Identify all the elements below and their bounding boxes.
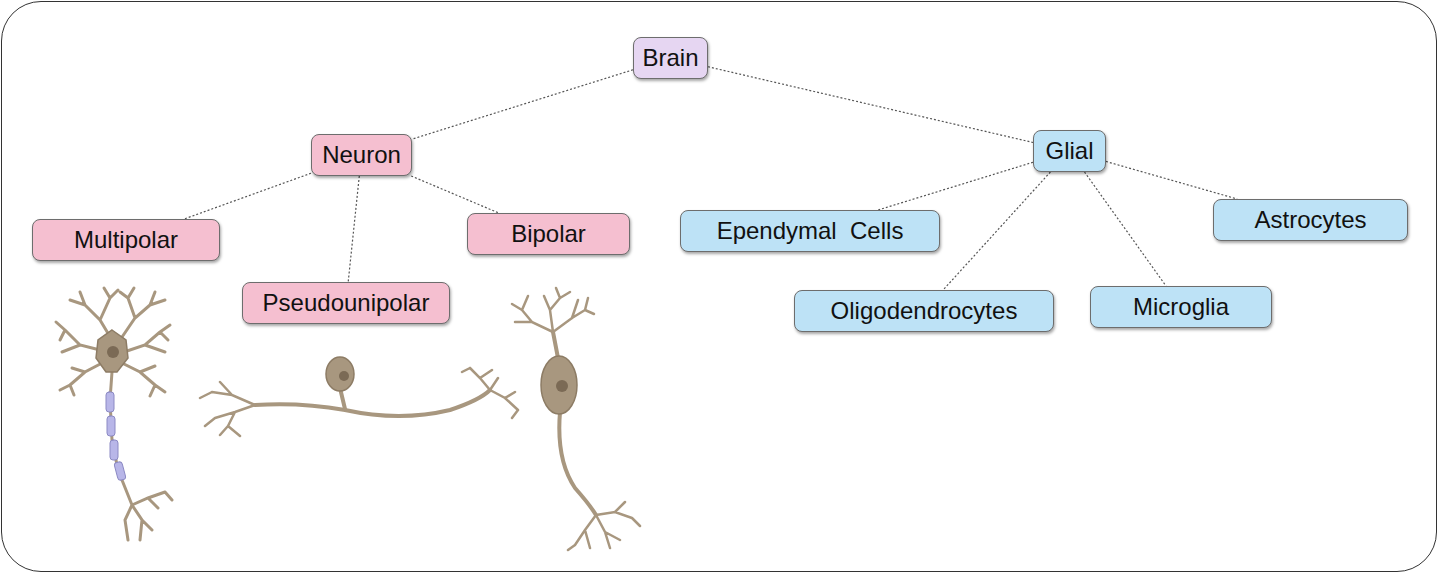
dotted-connector — [943, 172, 1050, 290]
dendrites — [56, 288, 170, 396]
axon — [110, 372, 172, 540]
dotted-connector — [708, 67, 1033, 143]
axon-terminals — [568, 502, 640, 550]
category-box: Oligodendrocytes — [794, 290, 1054, 332]
nucleus — [556, 380, 568, 392]
node-label: Brain — [642, 44, 698, 72]
dotted-connector — [412, 70, 633, 139]
category-box: Multipolar — [32, 219, 220, 261]
node-label: Glial — [1045, 137, 1093, 165]
soma — [541, 356, 577, 414]
branches — [200, 368, 518, 436]
dendrite-branches — [512, 288, 594, 332]
dotted-connector — [411, 176, 499, 213]
dotted-connector — [348, 176, 359, 282]
category-box: Brain — [633, 37, 708, 79]
dotted-connector — [1106, 161, 1237, 199]
multipolar-neuron — [56, 288, 172, 540]
pseudounipolar-neuron — [200, 357, 518, 436]
category-box: Microglia — [1090, 286, 1272, 328]
category-box: Astrocytes — [1213, 199, 1408, 241]
soma — [326, 357, 354, 391]
nucleus — [107, 346, 119, 358]
node-label: Ependymal Cells — [717, 217, 904, 245]
node-label: Microglia — [1133, 293, 1229, 321]
dotted-connector — [1085, 172, 1166, 286]
process — [255, 390, 490, 416]
category-box: Ependymal Cells — [680, 210, 940, 252]
dotted-connector — [184, 173, 311, 219]
node-label: Multipolar — [74, 226, 178, 254]
dendrite — [553, 332, 558, 358]
node-label: Oligodendrocytes — [831, 297, 1018, 325]
category-box: Glial — [1033, 130, 1106, 172]
soma — [96, 330, 128, 372]
dotted-connector — [878, 162, 1033, 210]
category-box: Bipolar — [467, 213, 630, 255]
nucleus — [339, 371, 349, 381]
category-box: Pseudounipolar — [242, 282, 450, 324]
node-label: Pseudounipolar — [263, 289, 430, 317]
node-label: Neuron — [322, 141, 401, 169]
node-label: Bipolar — [511, 220, 586, 248]
category-box: Neuron — [311, 134, 412, 176]
myelin-sheath — [106, 392, 126, 481]
node-label: Astrocytes — [1254, 206, 1366, 234]
axon — [559, 412, 596, 515]
bipolar-neuron — [512, 288, 640, 550]
